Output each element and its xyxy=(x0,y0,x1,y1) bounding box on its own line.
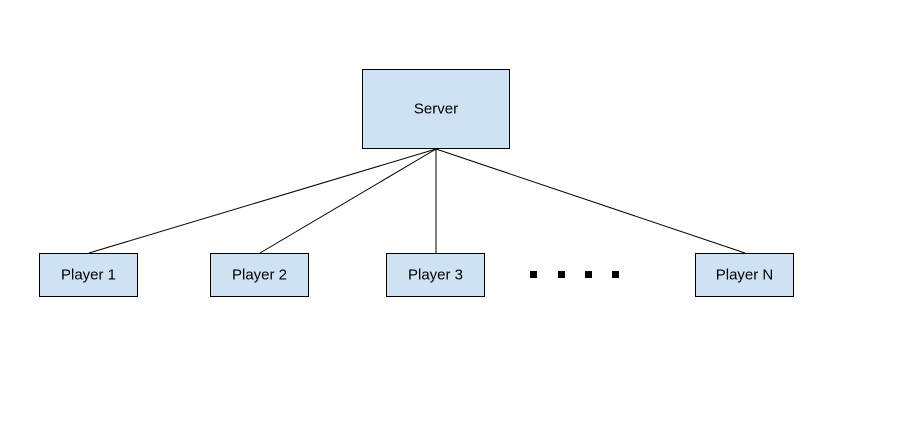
ellipsis-dot-1 xyxy=(530,271,537,278)
ellipsis-dot-4 xyxy=(612,271,619,278)
player-label-3: Player 3 xyxy=(408,267,463,284)
player-box-3 xyxy=(386,253,485,297)
server-label: Server xyxy=(414,101,458,118)
player-label-2: Player 2 xyxy=(232,267,287,284)
edges xyxy=(88,148,746,254)
edge-server-player-n xyxy=(435,148,746,254)
player-node-3: Player 3 xyxy=(386,253,485,297)
player-box-1 xyxy=(39,253,138,297)
player-label-1: Player 1 xyxy=(61,267,116,284)
edge-server-player-1 xyxy=(88,148,437,254)
edge-server-player-2 xyxy=(259,148,437,254)
player-box-2 xyxy=(210,253,309,297)
ellipsis-dot-2 xyxy=(558,271,565,278)
ellipsis xyxy=(530,271,619,278)
player-node-n: Player N xyxy=(695,253,794,297)
player-node-2: Player 2 xyxy=(210,253,309,297)
player-label-n: Player N xyxy=(716,267,774,284)
server-node: Server xyxy=(362,69,510,149)
server-box xyxy=(362,69,510,149)
ellipsis-dot-3 xyxy=(585,271,592,278)
player-box-n xyxy=(695,253,794,297)
player-node-1: Player 1 xyxy=(39,253,138,297)
